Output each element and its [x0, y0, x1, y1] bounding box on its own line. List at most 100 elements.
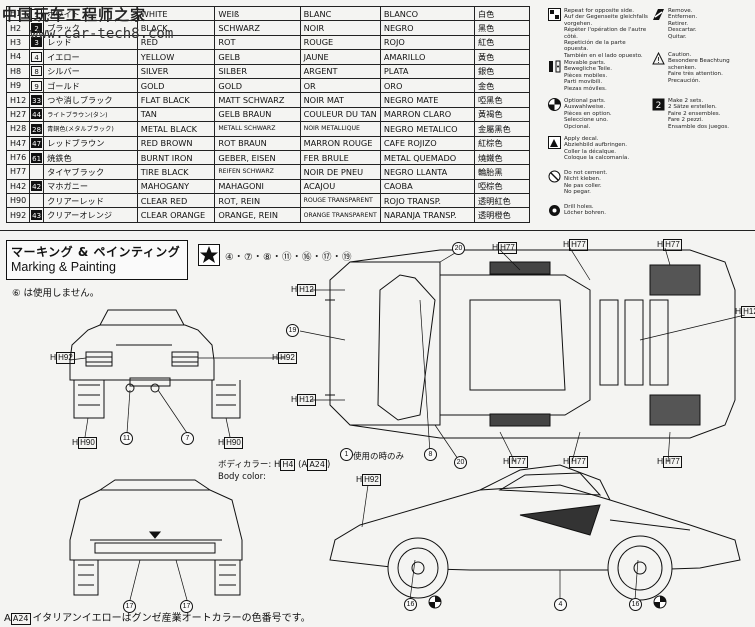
star-icon: [198, 244, 220, 266]
marking-painting-title: マーキング & ペインティング Marking & Painting: [6, 240, 188, 280]
callout-11: 11: [120, 432, 133, 445]
watermark-cn: 中国玩车工程师之家: [2, 6, 147, 24]
legend-remove: Remove. Entfernen. Retirer. Descartar. Q…: [668, 8, 698, 40]
color-number-box: 33: [31, 95, 43, 106]
callout-8: 8: [424, 448, 437, 461]
caution-icon: !: [652, 52, 665, 65]
color-code: H90: [5, 193, 31, 209]
color-name-de: ORANGE, REIN: [214, 207, 301, 223]
color-number: 44: [29, 106, 45, 123]
callout-17-right: 17: [180, 600, 193, 613]
body-color-code: H4: [280, 459, 296, 471]
callout-20-bottom: 20: [454, 456, 467, 469]
callout-7: 7: [181, 432, 194, 445]
callout-17-left: 17: [123, 600, 136, 613]
color-number-box: 2: [31, 23, 43, 34]
callout-20-top: 20: [452, 242, 465, 255]
color-number: 42: [29, 178, 45, 195]
body-color-en: Body color:: [218, 472, 266, 482]
color-name-cn: 金色: [473, 77, 531, 94]
footer-code-prefix: A: [4, 613, 11, 624]
body-color-alt: A24: [307, 459, 327, 471]
color-number-box: 61: [31, 152, 43, 163]
no-cement-icon: [548, 170, 561, 183]
color-number-box: 9: [31, 80, 43, 91]
color-number-box: 43: [31, 210, 43, 221]
footer-code: A24: [10, 613, 31, 625]
svg-text:2: 2: [656, 101, 662, 111]
color-number-box: 1: [31, 8, 43, 19]
legend-make2: Make 2 sets. 2 Sätze erstellen. Faire 2 …: [668, 98, 730, 130]
callout-4: 4: [554, 598, 567, 611]
legend-apply: Apply decal. Abziehbild aufbringen. Coll…: [564, 136, 630, 162]
color-name-jp: クリアーオレンジ: [43, 207, 138, 223]
legend-optional: Optional parts. Auswahlweise. Pièces en …: [564, 98, 612, 130]
remove-icon: [653, 9, 664, 20]
legend-movable: Movable parts. Bewegliche Teile. Pièces …: [564, 60, 613, 92]
optional-markers: [428, 595, 667, 609]
callout-16-right: 16: [629, 598, 642, 611]
legend-repeat: Repeat for opposite side. Auf der Gegens…: [564, 8, 648, 59]
callout-1: 1: [340, 448, 353, 461]
color-number-box: 4: [31, 51, 43, 62]
movable-icon: [549, 60, 561, 73]
color-number: 8: [29, 63, 45, 79]
repeat-icon: [548, 8, 561, 21]
body-color-jp: ボディカラー:: [218, 460, 272, 470]
color-number-box: 28: [31, 123, 43, 134]
color-name-es: NARANJA TRANSP.: [379, 207, 475, 223]
color-code: H92: [5, 207, 31, 223]
title-en: Marking & Painting: [11, 260, 116, 274]
section-divider: [0, 230, 755, 231]
legend-caution: Caution. Besondere Beachtung schenken. F…: [668, 52, 730, 84]
color-number: 61: [29, 149, 45, 166]
use-only-note: 使用の時のみ: [353, 452, 405, 462]
decal-icon: [548, 136, 561, 149]
color-name-cn: 銀色: [473, 63, 531, 79]
color-number-box: 3: [31, 37, 43, 48]
side-view-drawing: [329, 464, 741, 601]
color-name-fr: ORANGE TRANSPARENT: [299, 207, 381, 223]
svg-text:!: !: [657, 56, 660, 65]
color-name-en: CLEAR ORANGE: [136, 207, 216, 223]
watermark-url: www.car-tech8.com: [30, 26, 174, 42]
optional-icon: [548, 98, 561, 111]
color-code: H9: [5, 77, 31, 94]
color-number: 28: [29, 121, 45, 137]
color-number: 47: [29, 135, 45, 151]
color-number-box: 8: [31, 66, 43, 77]
color-number-box: 42: [31, 181, 43, 192]
footer-text: イタリアンイエローはグンゼ産業オートカラーの色番号です。: [32, 613, 311, 624]
top-view-drawing: [325, 249, 736, 439]
drill-icon: [549, 205, 560, 216]
title-jp: マーキング & ペインティング: [11, 245, 181, 259]
callout-16-left: 16: [404, 598, 417, 611]
color-code: H27: [5, 106, 31, 123]
make-two-sets-icon: 2: [652, 98, 665, 111]
rear-view-drawing: [69, 309, 241, 419]
legend-nocement: Do not cement. Nicht kleben. Ne pas coll…: [564, 170, 608, 196]
